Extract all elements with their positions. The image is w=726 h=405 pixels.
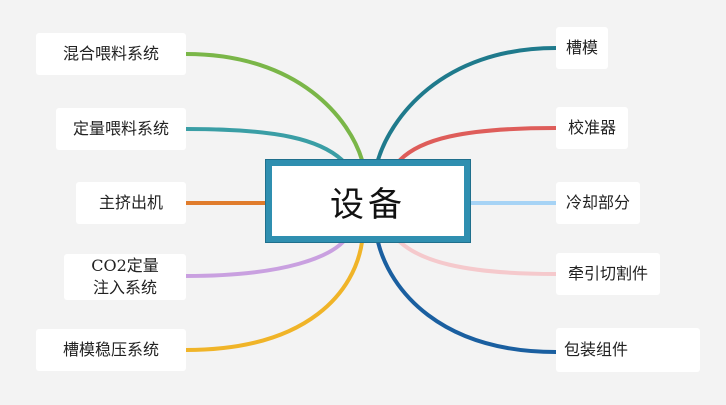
node-main-extruder: 主挤出机 (76, 182, 186, 224)
node-quantitative-feeding-system: 定量喂料系统 (56, 108, 186, 150)
node-label-line1: CO2定量 (91, 256, 159, 275)
center-label: 设备 (330, 184, 406, 225)
node-die-pressure-system: 槽模稳压系统 (36, 329, 186, 371)
node-label: 混合喂料系统 (62, 44, 159, 63)
connector-die-pressure (184, 240, 364, 352)
node-label-line2: 注入系统 (92, 278, 157, 297)
connector-calibrator (398, 126, 558, 162)
node-slot-die: 槽模 (556, 27, 608, 69)
node-calibrator: 校准器 (556, 107, 628, 149)
node-label: 包装组件 (564, 340, 629, 359)
node-label: 校准器 (567, 118, 616, 137)
node-label: 定量喂料系统 (72, 119, 169, 138)
connector-mixed-feeding (184, 52, 364, 162)
node-co2-injection-system: CO2定量 注入系统 (64, 254, 186, 300)
connector-quantitative-feeding (184, 127, 344, 162)
center-node-inner: 设备 (273, 167, 463, 235)
node-packaging-assembly: 包装组件 (556, 328, 700, 372)
connector-co2-injection (184, 240, 345, 278)
node-label: 槽模 (565, 38, 598, 57)
node-cooling-section: 冷却部分 (556, 182, 640, 224)
node-mixed-feeding-system: 混合喂料系统 (36, 33, 186, 75)
node-label: 牵引切割件 (567, 264, 648, 283)
connector-packaging (376, 240, 558, 354)
connector-haul-off-cutter (398, 240, 558, 276)
node-haul-off-cutter: 牵引切割件 (556, 253, 660, 295)
node-label: 槽模稳压系统 (62, 340, 159, 359)
connector-slot-die (376, 46, 558, 162)
node-label: 冷却部分 (565, 193, 630, 212)
node-label: 主挤出机 (98, 193, 163, 212)
center-node: 设备 (265, 159, 471, 243)
